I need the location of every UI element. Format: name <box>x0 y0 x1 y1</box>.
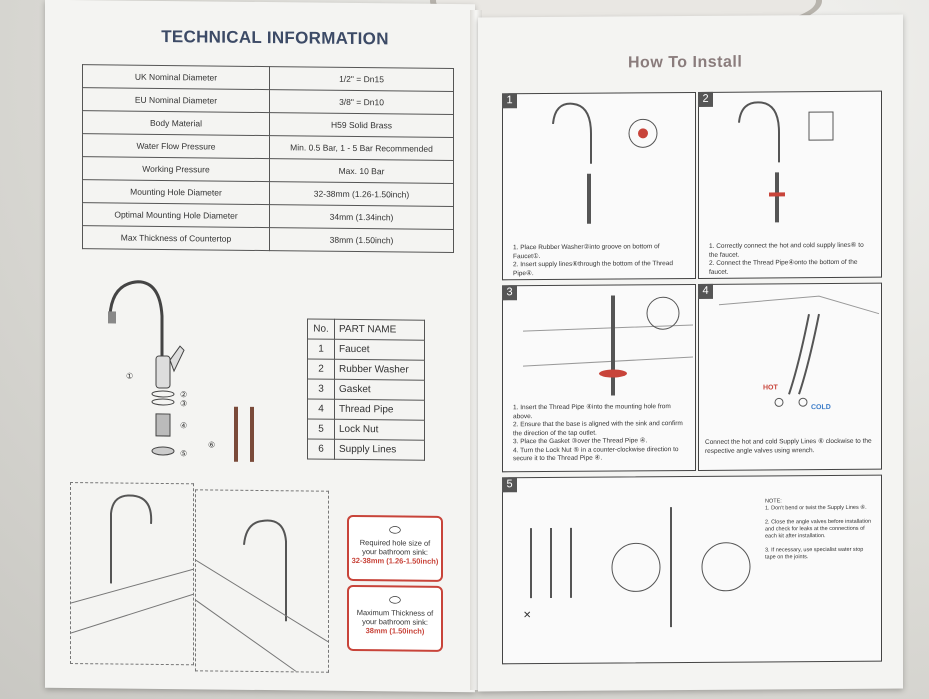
callout-5: ⑤ <box>180 449 187 458</box>
part-name: Rubber Washer <box>334 359 425 381</box>
callout-1: ① <box>126 372 133 381</box>
step-4-number: 4 <box>698 283 713 299</box>
step-5-note: NOTE: 1. Don't bend or twist the Supply … <box>765 498 872 561</box>
callout-6: ⑥ <box>208 440 215 449</box>
part-name: Gasket <box>334 379 425 401</box>
spec-value: 34mm (1.34inch) <box>269 204 454 230</box>
step-4-panel: 4 HOT COLD Connect the hot and cold Supp… <box>698 282 882 471</box>
spec-label: UK Nominal Diameter <box>82 64 270 90</box>
step-1-text: 1. Place Rubber Washer②into groove on bo… <box>513 243 673 277</box>
technical-information-title: TECHNICAL INFORMATION <box>161 26 389 49</box>
spec-label: Water Flow Pressure <box>82 133 270 159</box>
step-3-text: 1. Insert the Thread Pipe ④into the moun… <box>513 403 683 463</box>
parts-header-row: No. PART NAME <box>307 318 425 341</box>
part-name: Supply Lines <box>334 439 425 461</box>
step-5-drawing: ✕ <box>523 507 751 628</box>
spec-value: 32-38mm (1.26-1.50inch) <box>269 181 454 207</box>
sink-illustration-1 <box>70 482 194 666</box>
callout-4: ④ <box>180 421 187 430</box>
part-number: 2 <box>307 358 335 380</box>
part-number: 5 <box>307 418 335 440</box>
spec-label: Max Thickness of Countertop <box>82 225 270 251</box>
max-thickness-box: ⬭ Maximum Thickness of your bathroom sin… <box>347 584 443 652</box>
part-number: 4 <box>307 398 335 420</box>
spec-value: 38mm (1.50inch) <box>269 227 454 253</box>
right-page: How To Install 1 1. Place Rubber Washer②… <box>478 14 903 692</box>
hole-icon: ⬭ <box>389 521 401 538</box>
step-1-number: 1 <box>502 93 517 109</box>
spec-label: EU Nominal Diameter <box>82 87 270 113</box>
spec-label: Working Pressure <box>82 156 270 182</box>
step-3-number: 3 <box>502 285 517 301</box>
spec-value: H59 Solid Brass <box>269 112 454 138</box>
sink-faucet-drawing-2 <box>195 519 329 672</box>
step-2-drawing <box>738 101 834 223</box>
thickness-line2: your bathroom sink: <box>362 617 428 627</box>
callout-3: ③ <box>180 399 187 408</box>
spec-value: 3/8" = Dn10 <box>269 89 454 115</box>
spec-label: Body Material <box>82 110 270 136</box>
cold-label: COLD <box>811 404 831 412</box>
step-2-number: 2 <box>698 91 713 107</box>
part-name: Faucet <box>334 339 425 361</box>
step-5-panel: 5 ✕ NOTE: 1. Don't bend or twist the Sup… <box>502 474 882 665</box>
sink-illustration-2 <box>195 489 329 673</box>
thickness-value: 38mm (1.50inch) <box>365 626 425 636</box>
spec-value: 1/2" = Dn15 <box>269 66 454 92</box>
parts-header-no: No. <box>307 318 335 340</box>
spec-label: Optimal Mounting Hole Diameter <box>82 202 270 228</box>
step-1-drawing <box>552 102 658 224</box>
spec-label: Mounting Hole Diameter <box>82 179 270 205</box>
callout-2: ② <box>180 390 187 399</box>
step-3-drawing <box>522 295 694 396</box>
part-name: Thread Pipe <box>334 399 425 421</box>
svg-text:✕: ✕ <box>523 610 531 621</box>
how-to-install-title: How To Install <box>628 53 743 72</box>
step-2-panel: 2 1. Correctly connect the hot and cold … <box>698 90 882 279</box>
spec-value: Min. 0.5 Bar, 1 - 5 Bar Recommended <box>269 135 454 161</box>
step-1-panel: 1 1. Place Rubber Washer②into groove on … <box>502 91 696 281</box>
step-4-text: Connect the hot and cold Supply Lines ⑥ … <box>705 437 872 455</box>
part-number: 3 <box>307 378 335 400</box>
thickness-icon: ⬭ <box>389 591 401 608</box>
part-name: Lock Nut <box>334 419 425 441</box>
left-page: TECHNICAL INFORMATION UK Nominal Diamete… <box>45 0 475 693</box>
step-3-panel: 3 1. Insert the Thread Pipe ④into the mo… <box>502 283 696 473</box>
required-hole-size-box: ⬭ Required hole size of your bathroom si… <box>347 514 443 582</box>
spec-value: Max. 10 Bar <box>269 158 454 184</box>
part-number: 6 <box>307 438 335 460</box>
step-4-drawing <box>718 295 880 407</box>
sink-faucet-drawing-1 <box>70 494 194 634</box>
step-2-text: 1. Correctly connect the hot and cold su… <box>709 241 864 276</box>
faucet-exploded-diagram: ① ② ③ ④ ⑤ ⑥ <box>108 280 254 462</box>
hole-value: 32-38mm (1.26-1.50inch) <box>351 555 439 566</box>
parts-header-name: PART NAME <box>334 319 425 341</box>
part-number: 1 <box>307 338 335 360</box>
hot-label: HOT <box>763 384 778 392</box>
